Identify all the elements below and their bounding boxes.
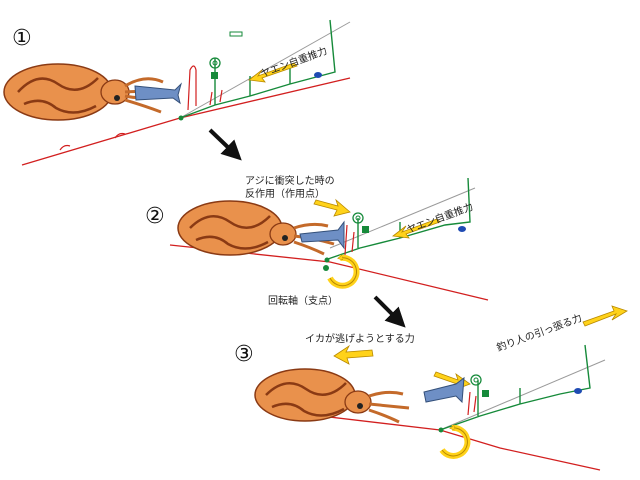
float-icon <box>314 72 322 78</box>
bait-fish-icon <box>134 82 182 105</box>
float-icon <box>458 226 466 232</box>
step-3-number: ③ <box>234 342 254 367</box>
float-icon <box>574 388 582 394</box>
step-1-number: ① <box>12 26 32 51</box>
arrow-down-right-icon <box>208 128 242 161</box>
squid-illustration <box>254 368 465 424</box>
step-2-number: ② <box>145 204 165 229</box>
thread-line <box>179 21 351 119</box>
yaen-gear <box>438 344 591 433</box>
squid-escape-label: イカが逃げようとする力 <box>305 334 415 345</box>
line-hooks <box>59 132 126 151</box>
force-arrow-icon <box>247 62 298 83</box>
thread-line <box>329 187 476 249</box>
yaen-gear <box>178 19 336 121</box>
force-arrow-icon <box>333 344 374 365</box>
force-arrow-icon <box>313 198 351 217</box>
reaction-label-line-2: 反作用（作用点） <box>245 189 325 200</box>
step-2-scene <box>169 177 489 328</box>
force-arrow-icon <box>391 218 441 239</box>
bait-fish-icon <box>299 220 345 250</box>
pivot-label: 回転軸（支点） <box>268 296 338 307</box>
arrow-down-right-icon <box>373 295 406 328</box>
squid-illustration <box>3 63 182 121</box>
thread-line <box>439 359 606 431</box>
force-arrow-icon <box>582 305 628 327</box>
step-3-scene <box>254 305 628 471</box>
squid-illustration <box>177 200 345 256</box>
step-1-scene <box>3 19 351 166</box>
bait-fish-icon <box>423 376 465 404</box>
reaction-label-line-1: アジに衝突した時の <box>245 176 335 187</box>
